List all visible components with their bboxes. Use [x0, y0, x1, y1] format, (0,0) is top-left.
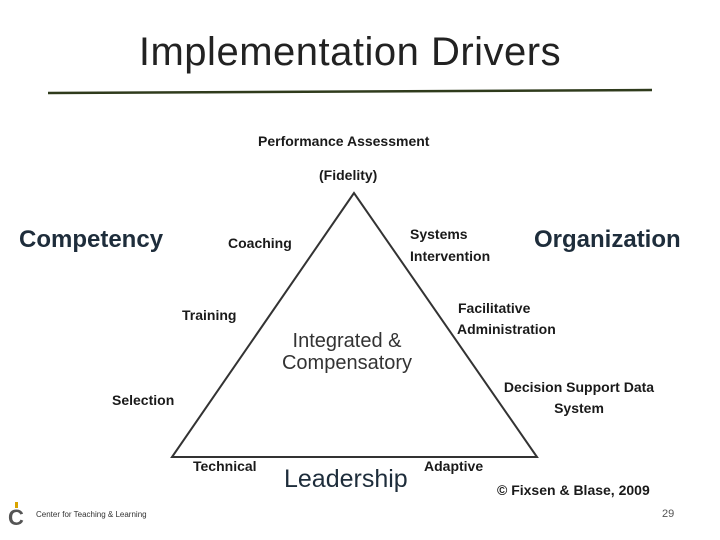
- ctl-mark-icon: C: [8, 502, 24, 530]
- fidelity-label: (Fidelity): [319, 167, 378, 183]
- coaching-label: Coaching: [228, 235, 292, 251]
- selection-label: Selection: [112, 392, 175, 408]
- center-text: Integrated & Compensatory: [262, 330, 432, 374]
- technical-label: Technical: [193, 458, 257, 474]
- systems-intervention-line1: Systems: [410, 226, 468, 242]
- title-underline: [47, 88, 653, 95]
- performance-assessment-label: Performance Assessment: [258, 133, 430, 149]
- systems-intervention-line2: Intervention: [410, 248, 491, 264]
- ctl-name: Center for Teaching & Learning: [36, 510, 147, 519]
- training-label: Training: [182, 307, 237, 323]
- facilitative-administration-line2: Administration: [457, 321, 556, 337]
- organization-heading: Organization: [534, 226, 681, 253]
- center-line2: Compensatory: [281, 352, 413, 374]
- ctl-logo: C Center for Teaching & Learning: [8, 498, 168, 530]
- center-line1: Integrated &: [292, 330, 402, 352]
- citation: © Fixsen & Blase, 2009: [497, 482, 650, 498]
- adaptive-label: Adaptive: [424, 458, 484, 474]
- competency-heading: Competency: [19, 226, 164, 253]
- decision-support-line2: System: [554, 400, 604, 416]
- page-number: 29: [662, 508, 675, 520]
- leadership-label: Leadership: [284, 465, 408, 493]
- decision-support-line1: Decision Support Data: [503, 379, 655, 395]
- facilitative-administration-line1: Facilitative: [458, 300, 531, 316]
- svg-text:C: C: [8, 505, 24, 530]
- page-title: Implementation Drivers: [138, 30, 562, 74]
